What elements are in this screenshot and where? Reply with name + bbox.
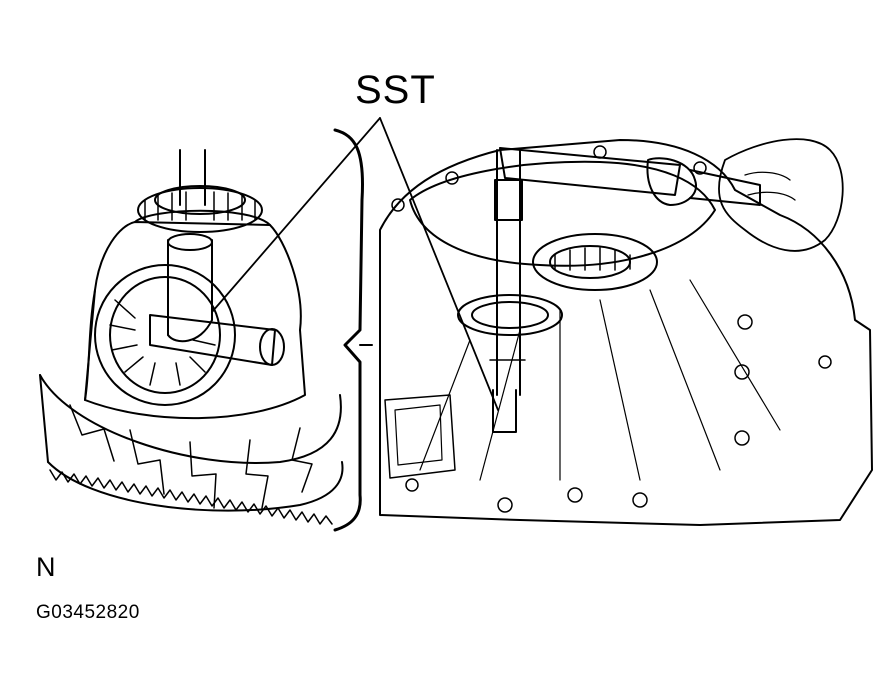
- sst-callout-label: SST: [355, 68, 436, 112]
- ring-gear: [39, 374, 344, 525]
- transaxle-housing-drawing: [379, 138, 873, 526]
- case-body: [84, 149, 306, 420]
- view-separator: [333, 128, 365, 532]
- differential-case-drawing: [39, 149, 344, 525]
- figure-code: G03452820: [36, 602, 140, 623]
- sst-leader-lines: [211, 117, 499, 411]
- view-letter: N: [36, 552, 56, 582]
